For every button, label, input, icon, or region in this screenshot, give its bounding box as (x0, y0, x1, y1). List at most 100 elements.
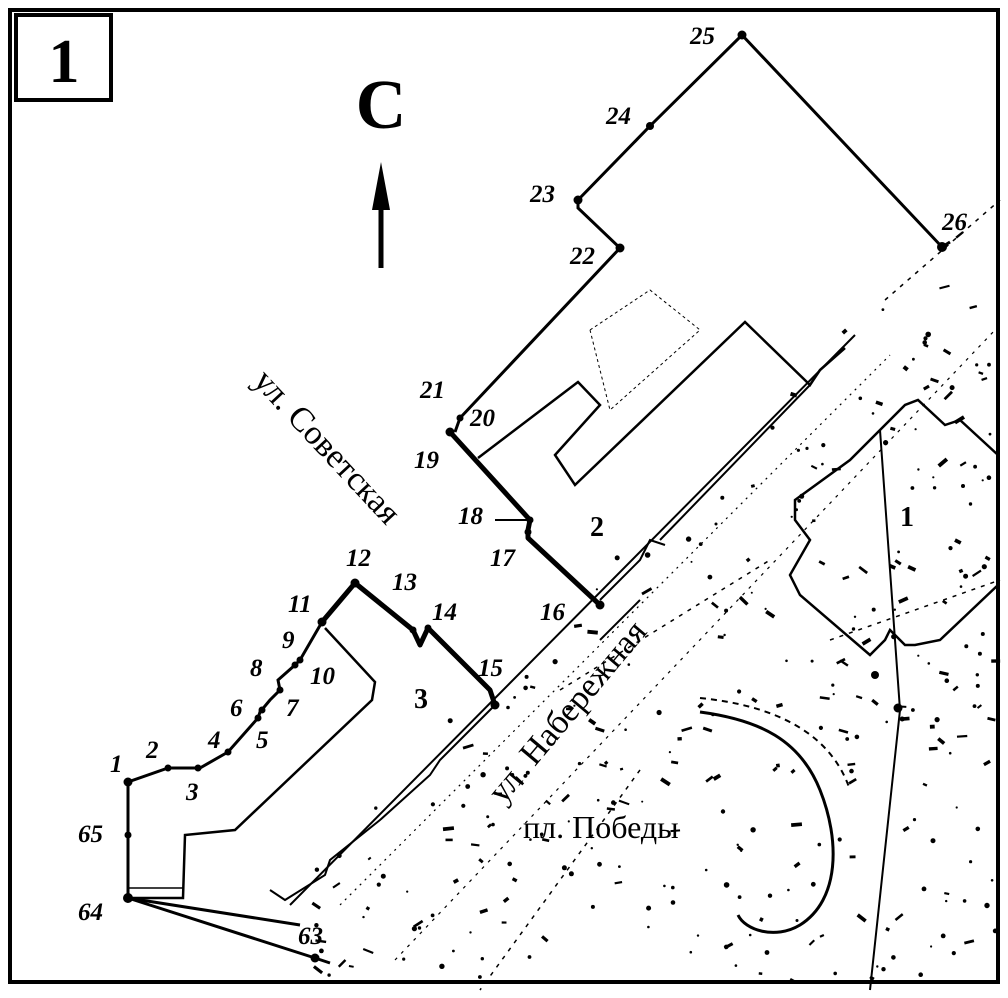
texture-mark (930, 945, 933, 948)
texture-mark (480, 957, 484, 961)
texture-mark (724, 608, 729, 613)
texture-mark (314, 867, 320, 872)
point-label-16: 16 (540, 599, 566, 626)
texture-mark (494, 792, 503, 795)
texture-mark (561, 865, 567, 871)
texture-mark (912, 818, 917, 822)
texture-mark (442, 826, 455, 832)
texture-mark (940, 933, 946, 939)
texture-mark (573, 623, 583, 628)
texture-mark (595, 588, 599, 591)
point-label-17: 17 (490, 545, 517, 572)
texture-mark (964, 939, 975, 945)
texture-mark (959, 461, 967, 467)
texture-mark (981, 479, 984, 482)
texture-mark (851, 627, 856, 631)
texture-mark (891, 955, 896, 960)
texture-mark (948, 751, 952, 755)
texture-mark (973, 464, 977, 469)
texture-mark (787, 888, 790, 892)
point-label-65: 65 (78, 821, 103, 848)
texture-mark (992, 928, 998, 934)
texture-mark (561, 793, 570, 803)
texture-mark (514, 776, 525, 786)
texture-mark (927, 662, 931, 665)
texture-mark (707, 574, 713, 580)
map-frame (8, 8, 1000, 984)
texture-mark (975, 826, 981, 832)
texture-mark (704, 868, 708, 872)
point-label-63: 63 (298, 923, 323, 950)
north-label: С (356, 67, 407, 144)
texture-mark (647, 925, 650, 929)
texture-mark (818, 725, 824, 731)
texture-mark (785, 659, 788, 663)
texture-mark (568, 871, 574, 877)
texture-mark (624, 728, 627, 731)
texture-mark (644, 552, 651, 558)
texture-mark (921, 886, 927, 892)
texture-mark (984, 555, 991, 561)
texture-mark (790, 768, 796, 774)
texture-mark (969, 860, 973, 864)
texture-mark (854, 734, 860, 740)
texture-mark (723, 882, 730, 888)
texture-mark (696, 934, 700, 937)
texture-mark (952, 685, 959, 692)
texture-mark (810, 659, 814, 663)
texture-mark (875, 400, 884, 407)
texture-mark (577, 761, 582, 766)
texture-mark (958, 568, 964, 574)
point-label-24: 24 (605, 103, 631, 130)
texture-mark (606, 807, 616, 811)
texture-mark (955, 806, 958, 809)
texture-mark (932, 476, 935, 479)
texture-mark (819, 933, 825, 938)
texture-mark (758, 972, 763, 975)
texture-mark (848, 777, 857, 785)
texture-mark (411, 926, 417, 932)
texture-mark (968, 502, 973, 506)
point-label-25: 25 (689, 23, 715, 50)
texture-mark (767, 893, 773, 898)
texture-mark (362, 915, 365, 919)
texture-mark (790, 515, 793, 518)
texture-mark (959, 585, 963, 588)
texture-mark (928, 746, 938, 751)
texture-mark (954, 538, 962, 545)
texture-mark (413, 919, 424, 928)
texture-mark (911, 708, 915, 712)
texture-mark (839, 659, 849, 667)
texture-mark (943, 390, 954, 401)
texture-mark (898, 596, 909, 604)
texture-mark (618, 799, 630, 806)
texture-mark (594, 726, 605, 733)
texture-mark (567, 820, 570, 823)
texture-mark (902, 825, 910, 833)
point-label-9: 9 (282, 627, 295, 654)
point-labels: 1 2 3 4 5 6 7 8 9 10 11 12 13 14 15 16 1… (78, 23, 968, 950)
texture-mark (914, 428, 917, 431)
texture-mark (948, 546, 953, 551)
point-label-3: 3 (185, 779, 199, 806)
texture-mark (406, 890, 409, 893)
texture-mark (545, 799, 551, 806)
texture-mark (842, 575, 850, 581)
texture-mark (987, 362, 991, 367)
texture-mark (981, 377, 988, 381)
texture-mark (885, 927, 891, 932)
point-label-23: 23 (529, 181, 555, 208)
texture-mark (907, 565, 917, 572)
texture-mark (619, 767, 624, 771)
texture-mark (889, 426, 896, 432)
point-label-1: 1 (110, 751, 123, 778)
texture-mark (990, 879, 994, 882)
texture-mark (853, 615, 857, 618)
point-label-4: 4 (207, 727, 221, 754)
texture-mark (750, 484, 755, 488)
building-number-3: 3 (414, 684, 428, 715)
texture-mark (348, 965, 354, 968)
texture-mark (963, 573, 969, 579)
texture-mark (975, 363, 979, 367)
texture-mark (944, 678, 950, 683)
